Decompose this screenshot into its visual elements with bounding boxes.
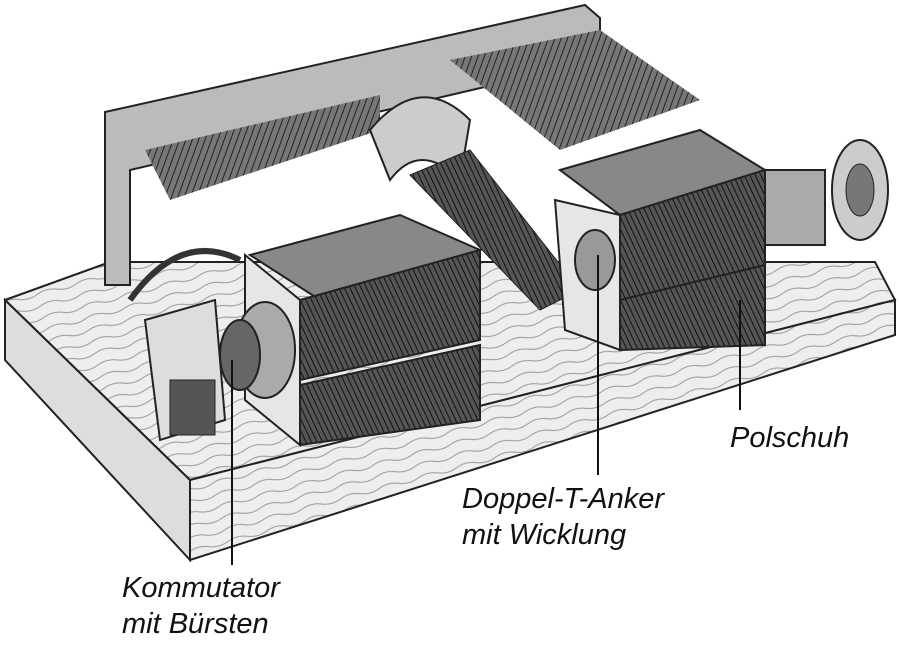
right-pole-block	[553, 128, 768, 352]
label-kommutator: Kommutator mit Bürsten	[122, 570, 280, 642]
yoke-arch	[368, 96, 472, 183]
label-kommutator-line2: mit Bürsten	[122, 608, 269, 640]
label-kommutator-line1: Kommutator	[122, 572, 280, 604]
label-anker: Doppel-T-Anker mit Wicklung	[462, 481, 664, 553]
label-anker-line2: mit Wicklung	[462, 519, 627, 551]
label-anker-line1: Doppel-T-Anker	[462, 483, 665, 515]
label-polschuh: Polschuh	[730, 422, 850, 454]
back-frame	[104, 3, 700, 286]
commutator	[127, 248, 296, 442]
pulley	[764, 139, 889, 246]
